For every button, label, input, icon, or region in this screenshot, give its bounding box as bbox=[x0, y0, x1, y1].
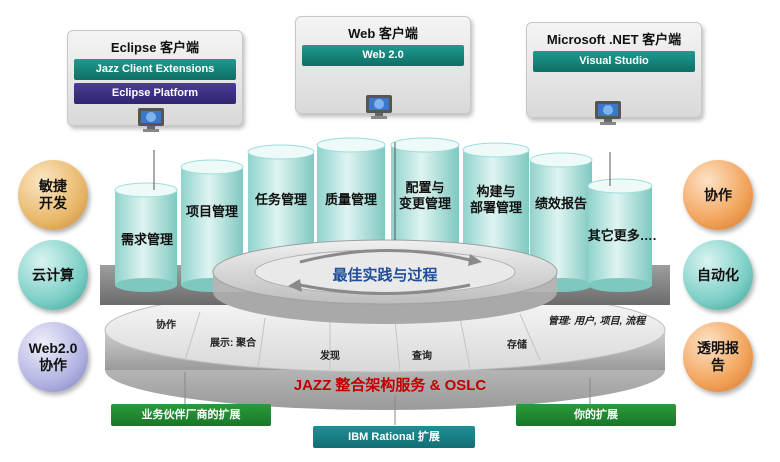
ring-arrow-icon bbox=[299, 249, 471, 264]
platform-segment-query: 查询 bbox=[412, 351, 432, 362]
computer-monitor-icon bbox=[138, 108, 164, 132]
platform-title: JAZZ 整合架构服务 & OSLC bbox=[293, 377, 487, 394]
partner-extensions-box: 业务伙伴厂商的扩展 bbox=[111, 404, 271, 426]
computer-monitor-icon bbox=[595, 101, 621, 125]
platform-segment-storage: 存储 bbox=[507, 340, 527, 351]
best-practices-label: 最佳实践与过程 bbox=[332, 267, 438, 284]
module-cylinders bbox=[114, 137, 653, 292]
eclipse-client-title: Eclipse 客户端 bbox=[110, 40, 200, 55]
module-label-config-change: 配置与 变更管理 bbox=[398, 180, 451, 211]
eclipse-platform-pill: Eclipse Platform bbox=[74, 83, 236, 104]
module-label-more: 其它更多…. bbox=[587, 228, 657, 243]
module-label-reporting: 绩效报告 bbox=[534, 196, 587, 211]
platform-segment-discovery: 发现 bbox=[320, 351, 340, 362]
module-label-build-deploy: 构建与 部署管理 bbox=[469, 184, 522, 215]
bubble-web20-collab: Web2.0 协作 bbox=[18, 322, 88, 392]
bubble-automation: 自动化 bbox=[683, 240, 753, 310]
visual-studio-pill: Visual Studio bbox=[533, 51, 695, 72]
bubble-transparent-reporting: 透明报 告 bbox=[683, 322, 753, 392]
module-label-task: 任务管理 bbox=[254, 192, 307, 207]
platform-segment-collab: 协作 bbox=[156, 320, 176, 331]
platform-segment-presentation: 展示: 聚合 bbox=[210, 338, 257, 349]
computer-monitor-icon bbox=[366, 95, 392, 119]
module-label-project: 项目管理 bbox=[185, 204, 238, 219]
web-client-title: Web 客户端 bbox=[348, 26, 418, 41]
module-label-quality: 质量管理 bbox=[324, 192, 377, 207]
platform-segment-admin: 管理: 用户, 项目, 流程 bbox=[548, 316, 646, 327]
dotnet-client-title: Microsoft .NET 客户端 bbox=[546, 32, 682, 47]
web20-pill: Web 2.0 bbox=[302, 45, 464, 66]
your-extensions-box: 你的扩展 bbox=[516, 404, 676, 426]
jazz-client-extensions-pill: Jazz Client Extensions bbox=[74, 59, 236, 80]
eclipse-client-box: Eclipse 客户端 Jazz Client Extensions Eclip… bbox=[67, 30, 243, 126]
bubble-cloud: 云计算 bbox=[18, 240, 88, 310]
ibm-rational-extensions-box: IBM Rational 扩展 bbox=[313, 426, 475, 448]
bubble-collaboration: 协作 bbox=[683, 160, 753, 230]
bubble-agile-dev: 敏捷 开发 bbox=[18, 160, 88, 230]
module-label-requirements: 需求管理 bbox=[120, 232, 173, 247]
